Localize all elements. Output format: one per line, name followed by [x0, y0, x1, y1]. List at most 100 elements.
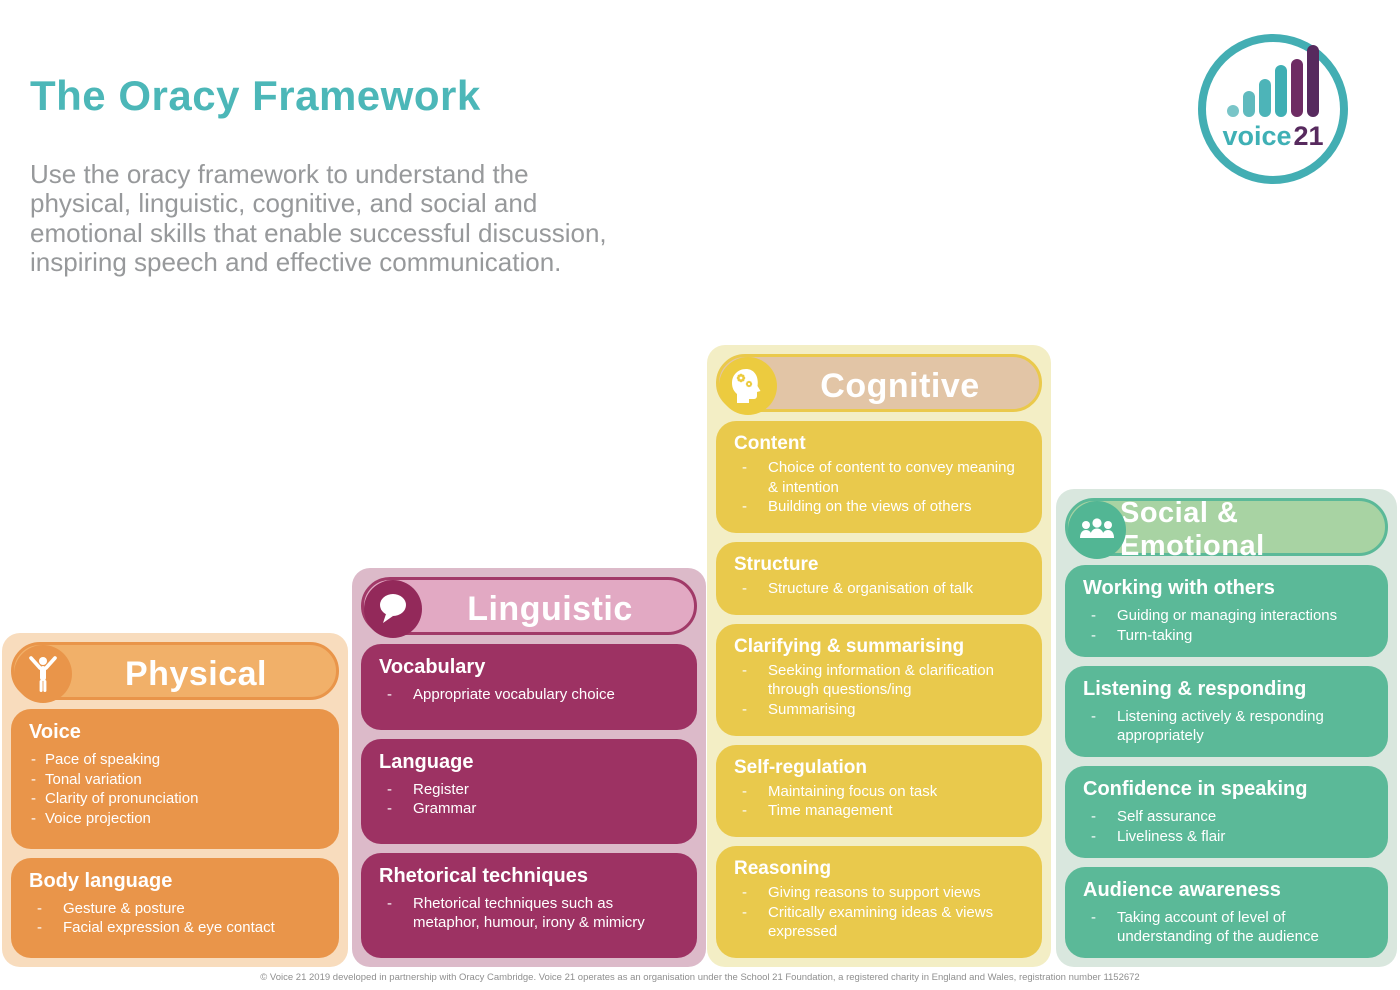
list-item: - Choice of content to convey meaning & i… [734, 458, 1024, 497]
card-title: Language [379, 750, 474, 773]
list-item: -Tonal variation [29, 770, 321, 790]
reasoning-card: Reasoning -Giving reasons to support vie… [716, 846, 1042, 959]
structure-card: Structure -Structure & organisation of t… [716, 541, 1042, 615]
card-title: Clarifying & summarising [734, 635, 965, 657]
list-item: - Listening actively & responding appropr… [1083, 707, 1370, 746]
list-item: - Critically examining ideas & views expr… [734, 903, 1024, 942]
list-item: - Grammar [379, 799, 679, 819]
list-item-text: Listening actively & responding appropri… [1117, 707, 1324, 745]
card-title: Body language [29, 869, 173, 892]
list-item: -Turn-taking [1083, 626, 1370, 646]
voice21-wordmark: voice21 [1222, 123, 1323, 150]
card-title: Vocabulary [379, 656, 486, 678]
list-item: - Register [379, 780, 679, 800]
bullet-dash: - [742, 579, 747, 597]
rhetorical-techniques-card: Rhetorical techniques - Rhetorical techni… [361, 852, 697, 959]
list-item-text: Voice projection [45, 809, 151, 827]
physical-title: Physical [125, 654, 267, 693]
list-item: -Gesture & posture [29, 899, 321, 919]
card-title: Listening & responding [1083, 677, 1307, 700]
list-item: - Liveliness & flair [1083, 827, 1370, 847]
voice-card: Voice -Pace of speaking -Tonal variation… [11, 709, 339, 849]
listening-responding-card: Listening & responding - Listening active… [1065, 665, 1388, 757]
bullet-dash: - [742, 802, 747, 820]
list-item: - Appropriate vocabulary choice [379, 685, 679, 705]
list-item-text: Summarising [768, 700, 856, 718]
bullet-dash: - [1091, 707, 1096, 725]
clarifying-summarising-card: Clarifying & summarising -Seeking inform… [716, 623, 1042, 736]
bullet-dash: - [742, 903, 747, 921]
bullet-dash: - [387, 780, 392, 798]
list-item-text: Facial expression & eye contact [63, 919, 275, 936]
bullet-dash: - [742, 459, 747, 476]
list-item: - Building on the views of others [734, 497, 1024, 517]
cognitive-title: Cognitive [820, 366, 980, 405]
bullet-dash: - [1091, 607, 1096, 624]
list-item-text: Time management [768, 802, 893, 820]
list-item-text: Register [413, 780, 469, 798]
bullet-dash: - [742, 782, 747, 800]
list-item-text: Building on the views of others [768, 498, 972, 515]
list-item-text: Choice of content to convey meaning & in… [768, 459, 1015, 496]
list-item-text: Grammar [413, 800, 477, 818]
list-item: -Self assurance [1083, 807, 1370, 827]
list-item-text: Liveliness & flair [1117, 827, 1226, 845]
list-item-text: Seeking information & clarification thro… [768, 661, 994, 699]
cognitive-column: Cognitive Content - Choice of content to … [707, 345, 1051, 967]
page-title: The Oracy Framework [30, 72, 481, 119]
card-title: Voice [29, 721, 81, 743]
vocabulary-card: Vocabulary - Appropriate vocabulary choic… [361, 644, 697, 730]
list-item-text: Maintaining focus on task [768, 782, 938, 800]
bullet-dash: - [387, 686, 392, 703]
head-gears-icon [719, 357, 777, 415]
bullet-dash: - [387, 894, 392, 912]
linguistic-title: Linguistic [467, 589, 633, 628]
physical-column: Physical Voice -Pace of speaking -Tonal … [2, 633, 348, 967]
audience-awareness-card: Audience awareness - Taking account of le… [1065, 866, 1388, 958]
voice21-logo: voice21 [1198, 34, 1348, 184]
card-title: Rhetorical techniques [379, 864, 588, 887]
working-with-others-card: Working with others -Guiding or managing… [1065, 565, 1388, 657]
physical-header: Physical [11, 642, 339, 703]
language-card: Language - Register - Grammar [361, 738, 697, 844]
bullet-dash: - [37, 919, 42, 936]
social-emotional-title: Social & Emotional [1120, 497, 1265, 562]
list-item-text: Appropriate vocabulary choice [413, 686, 615, 703]
bullet-dash: - [742, 498, 747, 515]
logo-text-21: 21 [1293, 121, 1324, 151]
logo-text-voice: voice [1222, 121, 1292, 151]
list-item: - Rhetorical techniques such as metaphor,… [379, 894, 679, 933]
content-card: Content - Choice of content to convey mea… [716, 421, 1042, 533]
card-title: Content [734, 433, 806, 454]
confidence-in-speaking-card: Confidence in speaking -Self assurance -… [1065, 766, 1388, 858]
bullet-dash: - [742, 884, 747, 902]
list-item-text: Taking account of level of understanding… [1117, 908, 1319, 946]
bullet-dash: - [31, 809, 36, 827]
bullet-dash: - [31, 790, 36, 807]
list-item: -Clarity of pronunciation [29, 789, 321, 809]
bullet-dash: - [1091, 827, 1096, 845]
cognitive-header: Cognitive [716, 354, 1042, 415]
list-item-text: Tonal variation [45, 770, 142, 788]
list-item-text: Rhetorical techniques such as metaphor, … [413, 894, 645, 932]
self-regulation-card: Self-regulation -Maintaining focus on ta… [716, 744, 1042, 838]
list-item: - Facial expression & eye contact [29, 918, 321, 938]
list-item: - Taking account of level of understandin… [1083, 908, 1370, 947]
list-item: - Giving reasons to support views [734, 883, 1024, 903]
list-item-text: Clarity of pronunciation [45, 790, 199, 807]
body-language-card: Body language -Gesture & posture - Facial… [11, 857, 339, 958]
bullet-dash: - [37, 899, 42, 917]
social-emotional-column: Social & Emotional Working with others -… [1056, 489, 1397, 967]
people-group-icon [1068, 501, 1126, 559]
list-item-text: Pace of speaking [45, 751, 161, 768]
list-item-text: Giving reasons to support views [768, 884, 981, 902]
list-item: - Time management [734, 801, 1024, 821]
copyright-text: © Voice 21 2019 developed in partnership… [260, 972, 1140, 983]
card-title: Audience awareness [1083, 878, 1281, 901]
sound-bars-icon [1227, 45, 1319, 117]
list-item-text: Critically examining ideas & views expre… [768, 903, 994, 941]
social-emotional-header: Social & Emotional [1065, 497, 1388, 562]
list-item-text: Self assurance [1117, 808, 1217, 825]
bullet-dash: - [387, 800, 392, 818]
bullet-dash: - [1091, 908, 1096, 926]
